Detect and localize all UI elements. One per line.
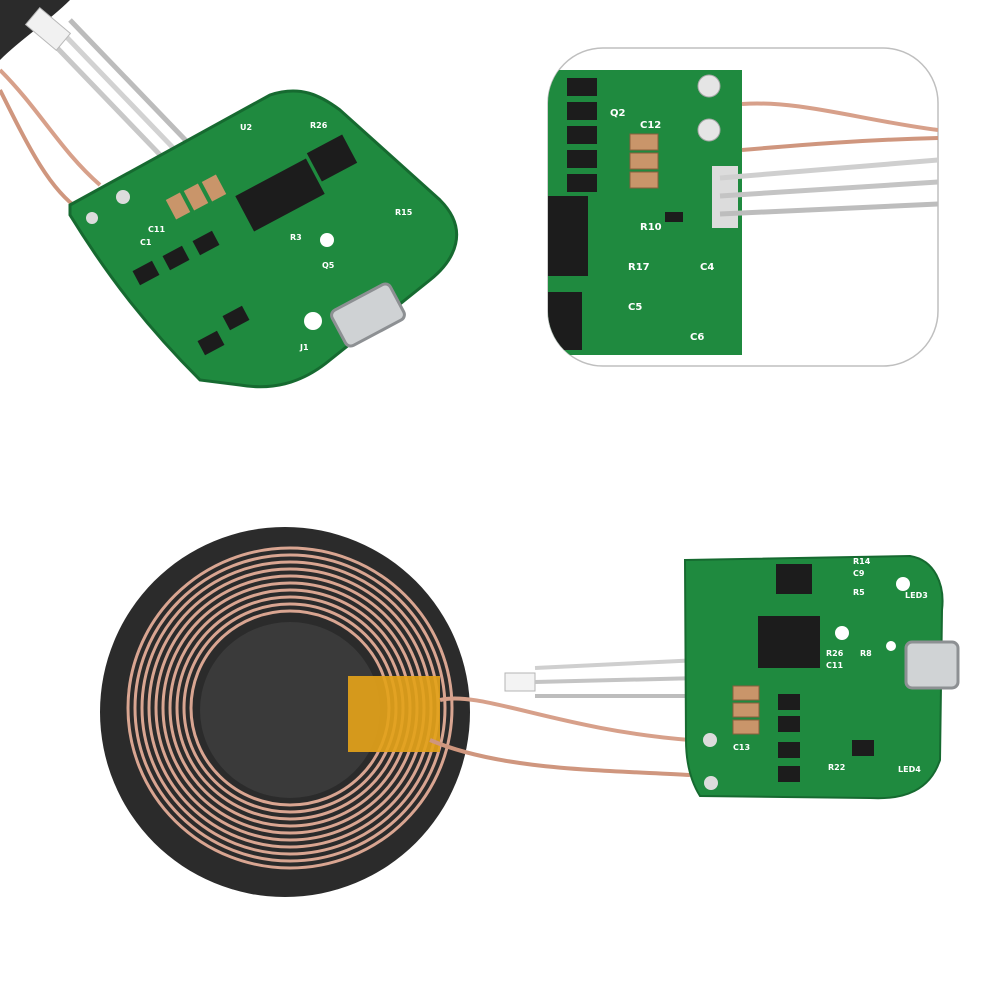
ic-chip (548, 196, 588, 276)
led-lead (68, 18, 197, 152)
transistor (162, 245, 190, 271)
ic-chip (548, 292, 582, 350)
led-lead (53, 23, 182, 157)
capacitor (732, 685, 760, 701)
mounting-hole (697, 74, 721, 98)
led-body (24, 7, 72, 51)
silkscreen-label: U2 (240, 123, 252, 132)
transistor (567, 174, 597, 192)
transistor (567, 78, 597, 96)
capacitor (629, 171, 659, 189)
mounting-hole (116, 190, 130, 204)
mounting-hole (704, 776, 718, 790)
coil-center (200, 622, 380, 798)
silkscreen-label: LED4 (898, 765, 921, 774)
transistor (778, 766, 800, 782)
silkscreen-label: R3 (290, 233, 302, 242)
transistor (132, 260, 160, 286)
silkscreen-label: J1 (299, 343, 309, 352)
transistor (852, 740, 874, 756)
silkscreen-label: R26 (826, 649, 844, 658)
silkscreen-label: C11 (826, 661, 843, 670)
capacitor (629, 133, 659, 151)
smd-resistor (665, 212, 683, 222)
silkscreen-label: Q5 (322, 261, 335, 270)
led-body (504, 672, 536, 692)
ic-chip (306, 134, 358, 182)
transistor (778, 694, 800, 710)
silkscreen-label: C5 (628, 302, 642, 313)
capacitor (165, 192, 191, 220)
silkscreen-label: C1 (140, 238, 152, 247)
silkscreen-label: R15 (395, 208, 413, 217)
silkscreen-label: C9 (853, 569, 865, 578)
led-lead (719, 157, 938, 181)
bottom-coil-assembly: R14 C9 R5 R26 C11 R8 C13 R22 LED4 LED3 (100, 527, 960, 897)
pcb-board (683, 554, 944, 800)
led-lead (534, 676, 701, 684)
silkscreen-label: C4 (700, 262, 714, 273)
copper-wire (0, 89, 82, 212)
silkscreen-label: R8 (860, 649, 872, 658)
led-lead (719, 179, 938, 199)
mounting-hole (835, 626, 849, 640)
mounting-hole (320, 233, 334, 247)
mounting-hole (304, 312, 322, 330)
kapton-tape (348, 676, 440, 752)
capacitor (629, 152, 659, 170)
top-left-board: C1 C11 R3 R15 R26 U2 Q5 J1 (0, 0, 459, 389)
led-lead (38, 28, 167, 162)
transistor (778, 742, 800, 758)
silkscreen-label: R26 (310, 121, 328, 130)
pcb-board (68, 89, 459, 389)
copper-wire (741, 136, 938, 152)
top-right-closeup: Q2 C12 R10 R17 C4 C5 C6 (547, 47, 939, 367)
capacitor (201, 174, 227, 202)
capacitor (732, 719, 760, 735)
copper-wire (741, 101, 938, 132)
led-lead (719, 201, 938, 217)
silkscreen-label: R14 (853, 557, 871, 566)
mounting-hole (86, 212, 98, 224)
transistor (192, 230, 220, 256)
capacitor (732, 702, 760, 718)
mounting-hole (896, 577, 910, 591)
silkscreen-label: C12 (640, 120, 661, 131)
mounting-hole (703, 733, 717, 747)
silkscreen-label: C11 (148, 225, 165, 234)
mounting-hole (697, 118, 721, 142)
mounting-hole (886, 641, 896, 651)
silkscreen-label: LED3 (905, 591, 928, 600)
silkscreen-label: R5 (853, 588, 865, 597)
transistor (567, 126, 597, 144)
transistor (567, 150, 597, 168)
ic-chip (758, 616, 820, 668)
silkscreen-label: R22 (828, 763, 845, 772)
silkscreen-label: C13 (733, 743, 750, 752)
copper-wire (429, 738, 691, 777)
ic-chip (235, 158, 325, 232)
transistor (222, 305, 250, 331)
silkscreen-label: C6 (690, 332, 704, 343)
ic-chip (776, 564, 812, 594)
silkscreen-label: R10 (640, 222, 662, 233)
transistor (778, 716, 800, 732)
capacitor (183, 183, 209, 211)
copper-wire (0, 68, 102, 187)
silkscreen-label: Q2 (610, 108, 626, 119)
micro-usb-port (904, 640, 960, 690)
silkscreen-label: R17 (628, 262, 650, 273)
copper-wire (439, 696, 691, 742)
transistor (197, 330, 225, 356)
transistor (567, 102, 597, 120)
led-lead (534, 658, 701, 670)
micro-usb-port (330, 282, 406, 348)
